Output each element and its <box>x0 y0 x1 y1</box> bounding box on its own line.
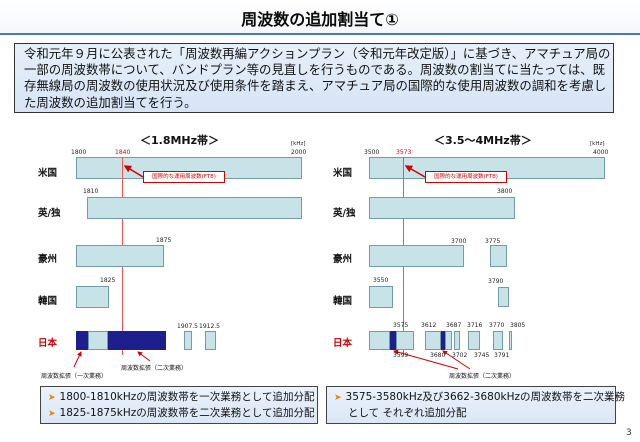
right-jp-expansion-3662 <box>441 331 445 350</box>
right-jp-top-4: 3770 <box>489 322 505 329</box>
country-us-right: 米国 <box>333 168 353 179</box>
country-au-right: 豪州 <box>333 254 353 265</box>
right-jp-bottom-0: 3599 <box>393 352 409 359</box>
left-au-bar <box>76 245 164 267</box>
left-jp-label1: 1907.5 <box>177 323 198 330</box>
country-au-left: 豪州 <box>38 254 58 265</box>
bullet-icon: ➤ <box>48 409 56 419</box>
right-jp-bar-3702 <box>454 331 460 350</box>
right-kr-label1: 3550 <box>373 277 389 284</box>
right-jp-bar-3770 <box>493 331 503 350</box>
title-underline <box>0 33 640 35</box>
right-ft8-callout: 国際的な運用周波数(FT8) <box>425 171 507 183</box>
right-jp-bottom-2: 3702 <box>452 352 468 359</box>
country-us-left: 米国 <box>38 168 58 179</box>
bottom-right-line-2: として それぞれ追加分配 <box>348 407 467 419</box>
left-heading: ＜1.8MHz帯＞ <box>140 134 220 147</box>
bottom-left-box <box>40 386 318 424</box>
right-jp-bottom-3: 3745 <box>474 352 490 359</box>
left-exp-primary-label: 周波数拡張（一次業務） <box>40 373 107 380</box>
country-uk-right: 英/独 <box>333 208 356 219</box>
right-jp-bottom-4: 3791 <box>494 352 510 359</box>
bottom-left-line-1: ➤1800-1810kHzの周波数帯を一次業務として追加分配 <box>48 391 315 403</box>
bottom-left-line-2: ➤1825-1875kHzの周波数帯を二次業務として追加分配 <box>48 407 315 419</box>
right-heading: ＜3.5～4MHz帯＞ <box>434 134 532 147</box>
intro-box <box>14 43 614 113</box>
left-exp-secondary-label: 周波数拡張（二次業務） <box>120 365 187 372</box>
bullet-icon: ➤ <box>334 393 342 403</box>
right-exp-secondary-label: 周波数拡張（二次業務） <box>448 373 515 380</box>
left-au-end: 1875 <box>156 237 172 244</box>
country-kr-left: 韓国 <box>38 296 58 307</box>
right-ft8-label: 3573 <box>396 149 412 156</box>
right-kr-bar <box>369 286 393 308</box>
country-uk-left: 英/独 <box>38 208 61 219</box>
right-jp-bar-3500 <box>369 331 390 350</box>
right-jp-top-5: 3805 <box>510 322 526 329</box>
bottom-right-box <box>326 386 616 424</box>
left-jp-bar-1912 <box>205 331 216 350</box>
title-bar <box>0 0 640 34</box>
right-au-bar2 <box>490 245 507 267</box>
right-au-label1: 3700 <box>451 238 467 245</box>
right-au-bar1 <box>369 245 464 267</box>
left-uk-bar <box>87 197 302 219</box>
left-us-start: 1800 <box>71 149 87 156</box>
page-number: 3 <box>626 428 632 438</box>
right-jp-bar-3805 <box>509 331 512 350</box>
right-jp-top-2: 3687 <box>446 322 462 329</box>
right-jp-top-3: 3716 <box>467 322 483 329</box>
right-au-label2: 3775 <box>485 238 501 245</box>
right-us-end: 4000 <box>593 149 609 156</box>
left-ft8-callout: 国際的な運用周波数(FT8) <box>143 171 225 183</box>
country-jp-left: 日本 <box>38 338 58 349</box>
right-jp-bar-3580 <box>396 331 414 350</box>
right-uk-bar <box>369 197 515 219</box>
right-kr-label2: 3790 <box>488 278 504 285</box>
country-jp-right: 日本 <box>333 338 353 349</box>
left-kr-bar <box>76 286 109 308</box>
right-jp-bottom-1: 3680 <box>430 352 446 359</box>
right-us-start: 3500 <box>364 149 380 156</box>
left-jp-label2: 1912.5 <box>199 323 220 330</box>
right-jp-bar-3612 <box>425 331 441 350</box>
right-jp-top-1: 3612 <box>421 322 437 329</box>
right-kr-bar2 <box>498 287 509 307</box>
country-kr-right: 韓国 <box>333 296 353 307</box>
left-ft8-label: 1840 <box>115 149 131 156</box>
right-jp-top-0: 3575 <box>393 322 409 329</box>
bullet-icon: ➤ <box>48 393 56 403</box>
left-jp-secondary-expansion <box>108 331 166 350</box>
right-jp-bar-3680 <box>445 331 452 350</box>
intro-text: 令和元年９月に公表された「周波数再編アクションプラン（令和元年改定版）」に基づき… <box>24 46 611 110</box>
right-uk-end: 3800 <box>497 188 513 195</box>
left-uk-start: 1810 <box>83 188 99 195</box>
bottom-right-line-1: ➤3575-3580kHz及び3662-3680kHzの周波数帯を二次業務 <box>334 391 625 403</box>
left-us-end: 2000 <box>291 149 307 156</box>
right-unit: [kHz] <box>590 141 605 147</box>
left-jp-existing-bar <box>88 331 108 350</box>
left-unit: [kHz] <box>291 141 306 147</box>
slide-title: 周波数の追加割当て① <box>241 10 399 29</box>
left-jp-primary-expansion <box>76 331 88 350</box>
left-kr-end: 1825 <box>100 277 116 284</box>
right-jp-bar-3716 <box>468 331 480 350</box>
right-jp-expansion-3575 <box>390 331 396 350</box>
left-jp-bar-1907 <box>184 331 192 350</box>
